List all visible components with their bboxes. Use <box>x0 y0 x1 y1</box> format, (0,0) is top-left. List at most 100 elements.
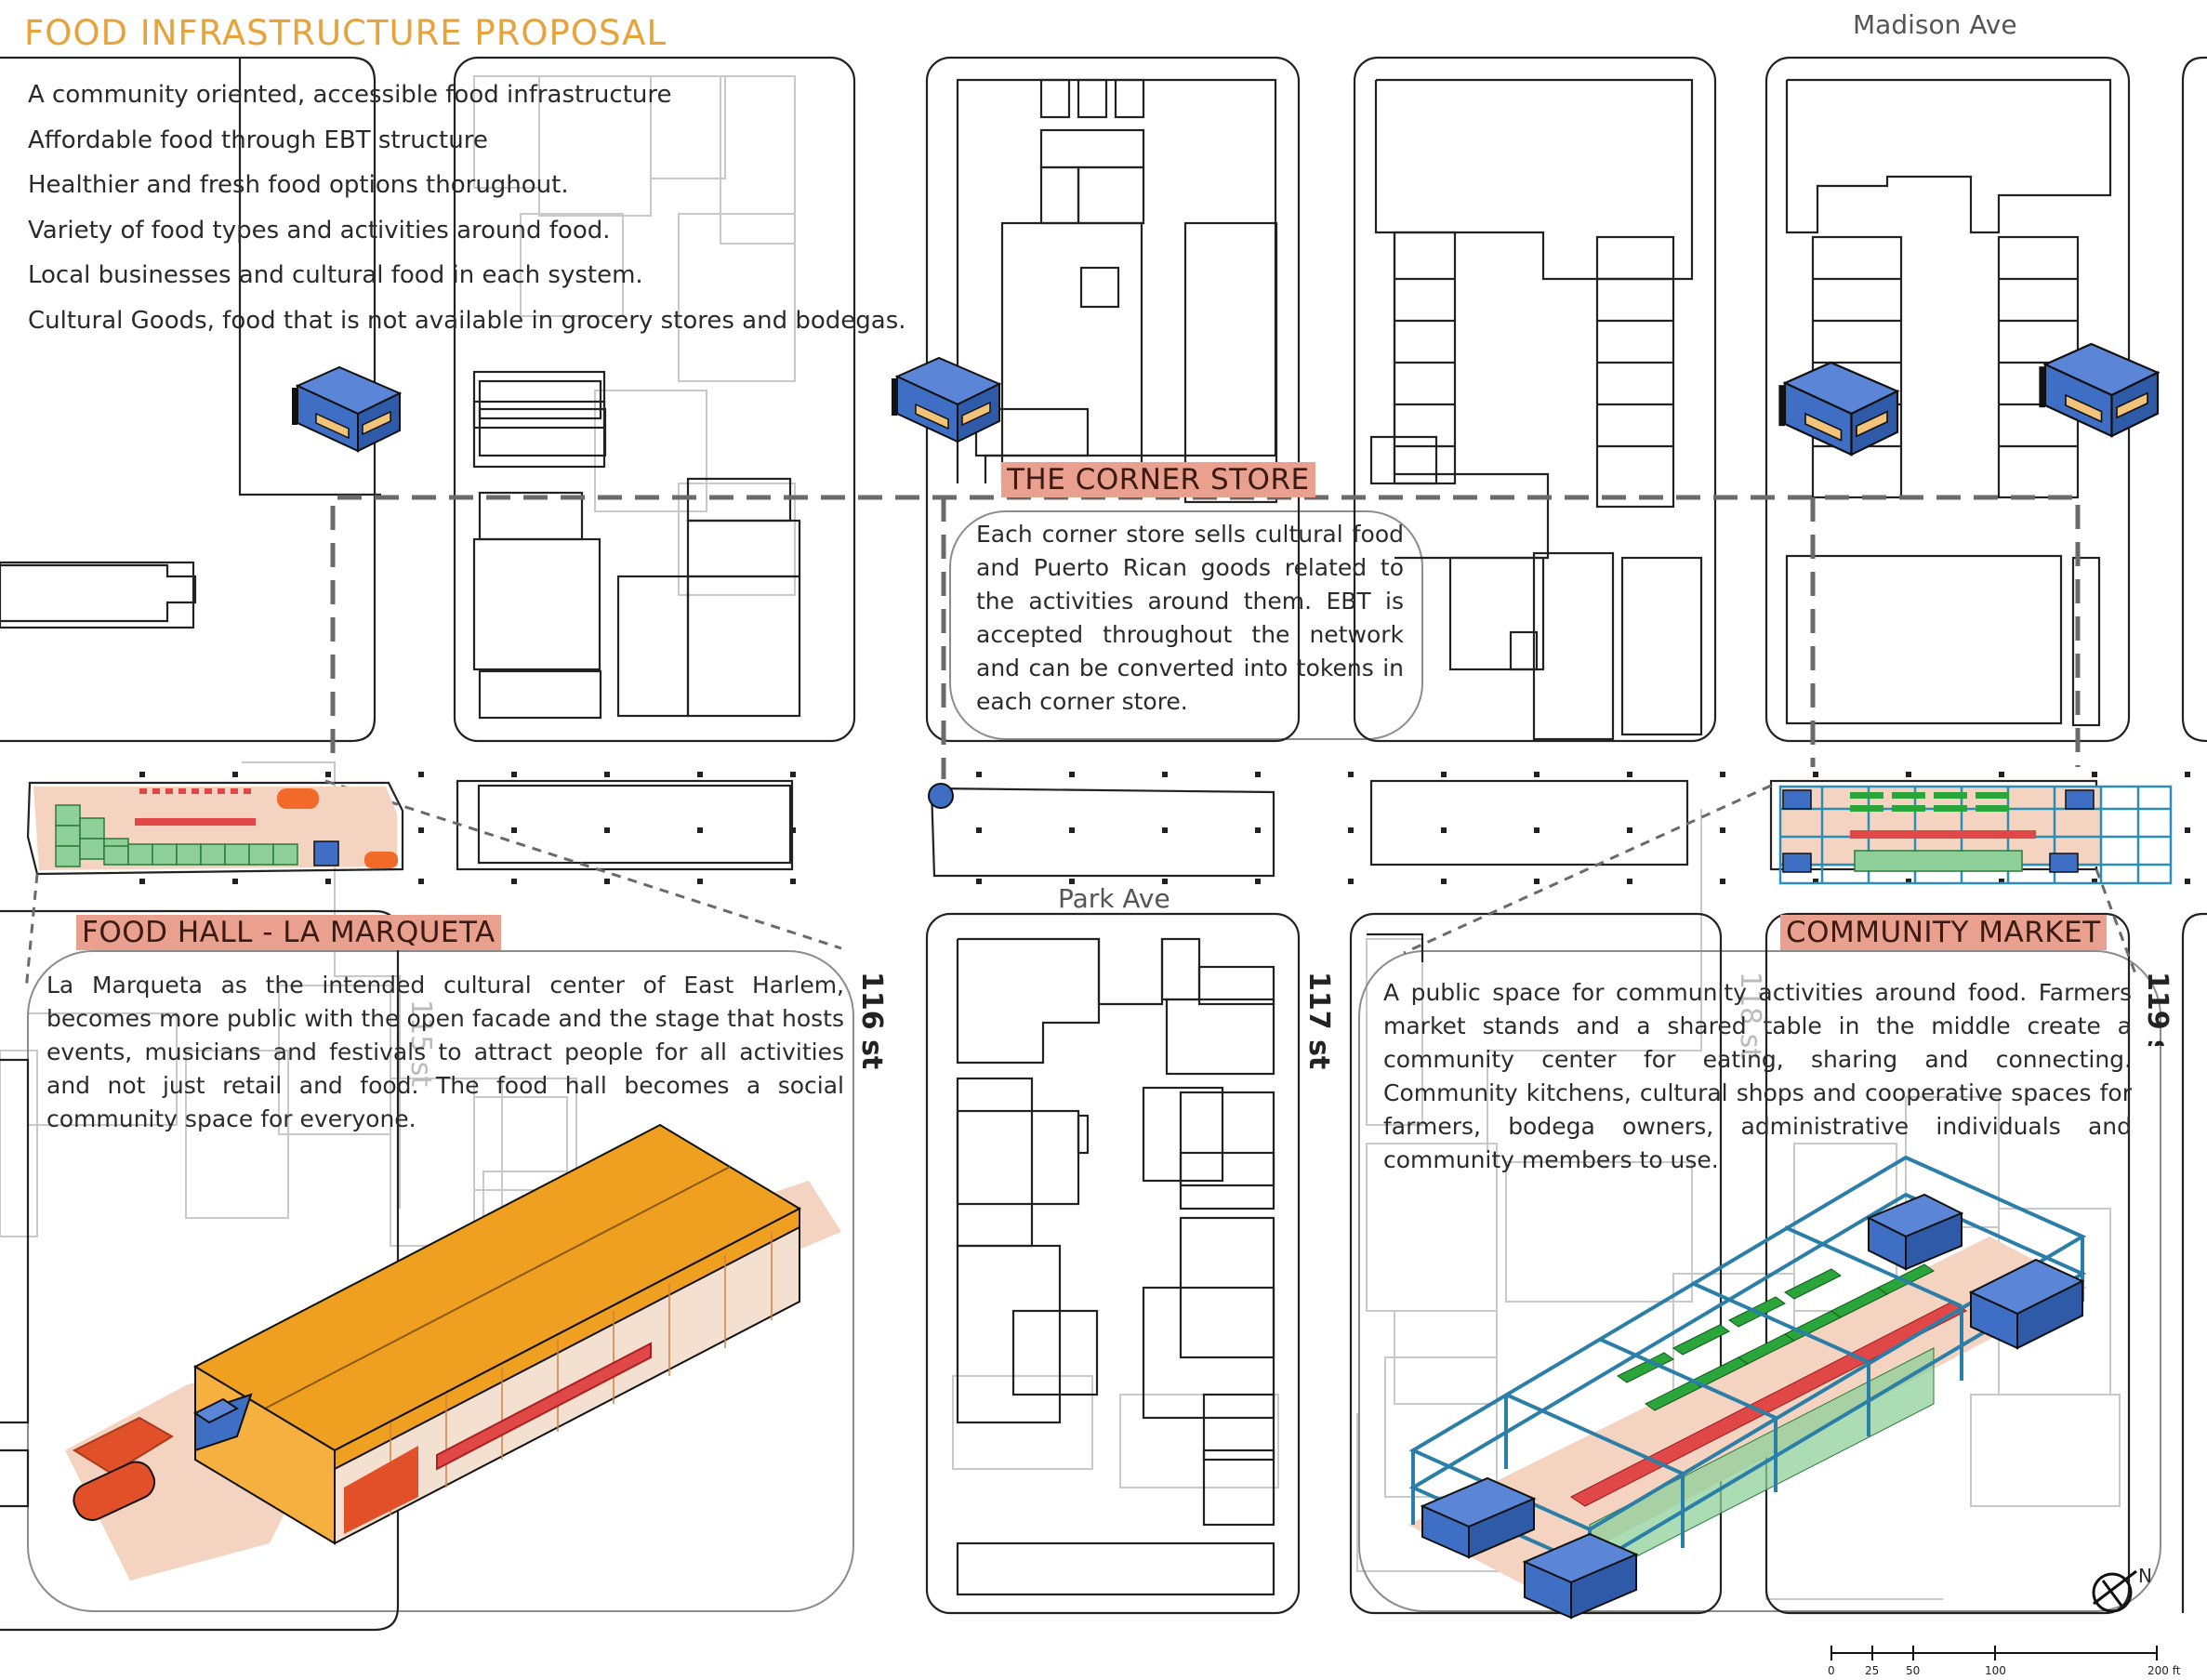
road-dot <box>1348 772 1354 777</box>
bullet-item: Variety of food types and activities aro… <box>28 216 611 245</box>
road-dot <box>1162 772 1168 777</box>
scale-tick-label: 50 <box>1906 1664 1921 1677</box>
bullet-item: Affordable food through EBT structure <box>28 126 488 154</box>
road-dot <box>790 827 796 833</box>
corner-store-4 <box>2038 342 2160 438</box>
scale-bar <box>1830 1646 2158 1660</box>
road-dot <box>1162 827 1168 833</box>
road-dot <box>976 879 982 884</box>
road-dot <box>232 879 238 884</box>
bullet-item: Healthier and fresh food options thorugh… <box>28 171 569 199</box>
food-hall-plan <box>33 787 398 870</box>
road-dot <box>1069 827 1075 833</box>
road-dot <box>790 879 796 884</box>
road-dot <box>1627 772 1632 777</box>
corner-store-marker <box>928 783 954 809</box>
corner-store-label: THE CORNER STORE <box>1001 462 1315 497</box>
road-dot <box>697 772 703 777</box>
road-dot <box>1069 879 1075 884</box>
north-arrow-icon <box>2092 1569 2137 1613</box>
street-label-madison: Madison Ave <box>1853 9 2017 40</box>
road-dot <box>604 827 610 833</box>
street-label-117: 117 st <box>1302 972 1335 1070</box>
road-dot <box>418 772 424 777</box>
road-dot <box>1348 827 1354 833</box>
callout-dashed-lines <box>24 779 2138 991</box>
scale-tick-label: 0 <box>1828 1664 1835 1677</box>
road-dot <box>1720 772 1725 777</box>
road-dot <box>1534 879 1540 884</box>
road-dot <box>1999 772 2004 777</box>
road-dot <box>697 879 703 884</box>
street-label-119: 119 st <box>2141 972 2174 1046</box>
road-dot <box>2092 879 2097 884</box>
road-dot <box>511 879 517 884</box>
scale-tick-label: 100 <box>1985 1664 2006 1677</box>
road-dot <box>1255 879 1261 884</box>
road-dot <box>976 772 982 777</box>
community-market-axonometric <box>1408 1155 2087 1620</box>
road-dot <box>2185 772 2190 777</box>
food-hall-label: FOOD HALL - LA MARQUETA <box>76 915 501 950</box>
road-dot <box>1627 879 1632 884</box>
road-dot <box>2185 879 2190 884</box>
street-label-park: Park Ave <box>1058 883 1170 914</box>
intro-bullets: A community oriented, accessible food in… <box>28 73 906 343</box>
road-dot <box>1720 879 1725 884</box>
road-dot <box>1441 772 1447 777</box>
road-dot <box>976 827 982 833</box>
bullet-item: A community oriented, accessible food in… <box>28 81 672 109</box>
community-market-plan <box>1778 785 2173 885</box>
road-dot <box>1441 827 1447 833</box>
road-dot <box>2185 827 2190 833</box>
scale-tick-label: 25 <box>1865 1664 1880 1677</box>
road-dot <box>418 827 424 833</box>
road-dot <box>1348 879 1354 884</box>
network-dashed-lines <box>330 495 2081 779</box>
road-dot <box>604 772 610 777</box>
road-dot <box>1069 772 1075 777</box>
road-dot <box>139 879 145 884</box>
bullet-item: Cultural Goods, food that is not availab… <box>28 306 906 335</box>
road-dot <box>1813 879 1818 884</box>
info-box-outlines <box>27 510 2161 1612</box>
scale-tick-label: 200 ft <box>2148 1664 2181 1677</box>
page-title: FOOD INFRASTRUCTURE PROPOSAL <box>24 13 667 53</box>
road-dot <box>697 827 703 833</box>
road-dot <box>1534 772 1540 777</box>
road-dot <box>1534 827 1540 833</box>
north-label: N <box>2138 1565 2152 1587</box>
corner-store-1 <box>291 366 401 452</box>
food-hall-description: La Marqueta as the intended cultural cen… <box>46 972 844 1132</box>
street-label-116: 116 st <box>855 972 888 1070</box>
road-dot <box>790 772 796 777</box>
road-dot <box>511 827 517 833</box>
bullet-item: Local businesses and cultural food in ea… <box>28 261 643 289</box>
road-dot <box>1999 879 2004 884</box>
city-blocks <box>0 56 2207 1632</box>
road-dot <box>325 879 331 884</box>
road-dot <box>232 772 238 777</box>
road-dot <box>1255 772 1261 777</box>
road-dot <box>511 772 517 777</box>
community-market-label: COMMUNITY MARKET <box>1780 915 2107 950</box>
road-dot <box>1720 827 1725 833</box>
corner-store-2 <box>891 357 1000 443</box>
corner-store-3 <box>1777 361 1899 456</box>
road-dot <box>1906 772 1911 777</box>
community-market-description: A public space for community activities … <box>1383 979 2132 1173</box>
food-hall-axonometric <box>65 1123 841 1581</box>
road-dot <box>1162 879 1168 884</box>
road-dot <box>418 879 424 884</box>
road-dot <box>1441 879 1447 884</box>
road-dot <box>2092 772 2097 777</box>
road-dot <box>325 772 331 777</box>
road-dot <box>1813 772 1818 777</box>
road-dot <box>139 772 145 777</box>
road-dot <box>1627 827 1632 833</box>
road-dot <box>1255 827 1261 833</box>
road-dot <box>1906 879 1911 884</box>
corner-store-description: Each corner store sells cultural food an… <box>976 521 1404 715</box>
road-dot <box>604 879 610 884</box>
